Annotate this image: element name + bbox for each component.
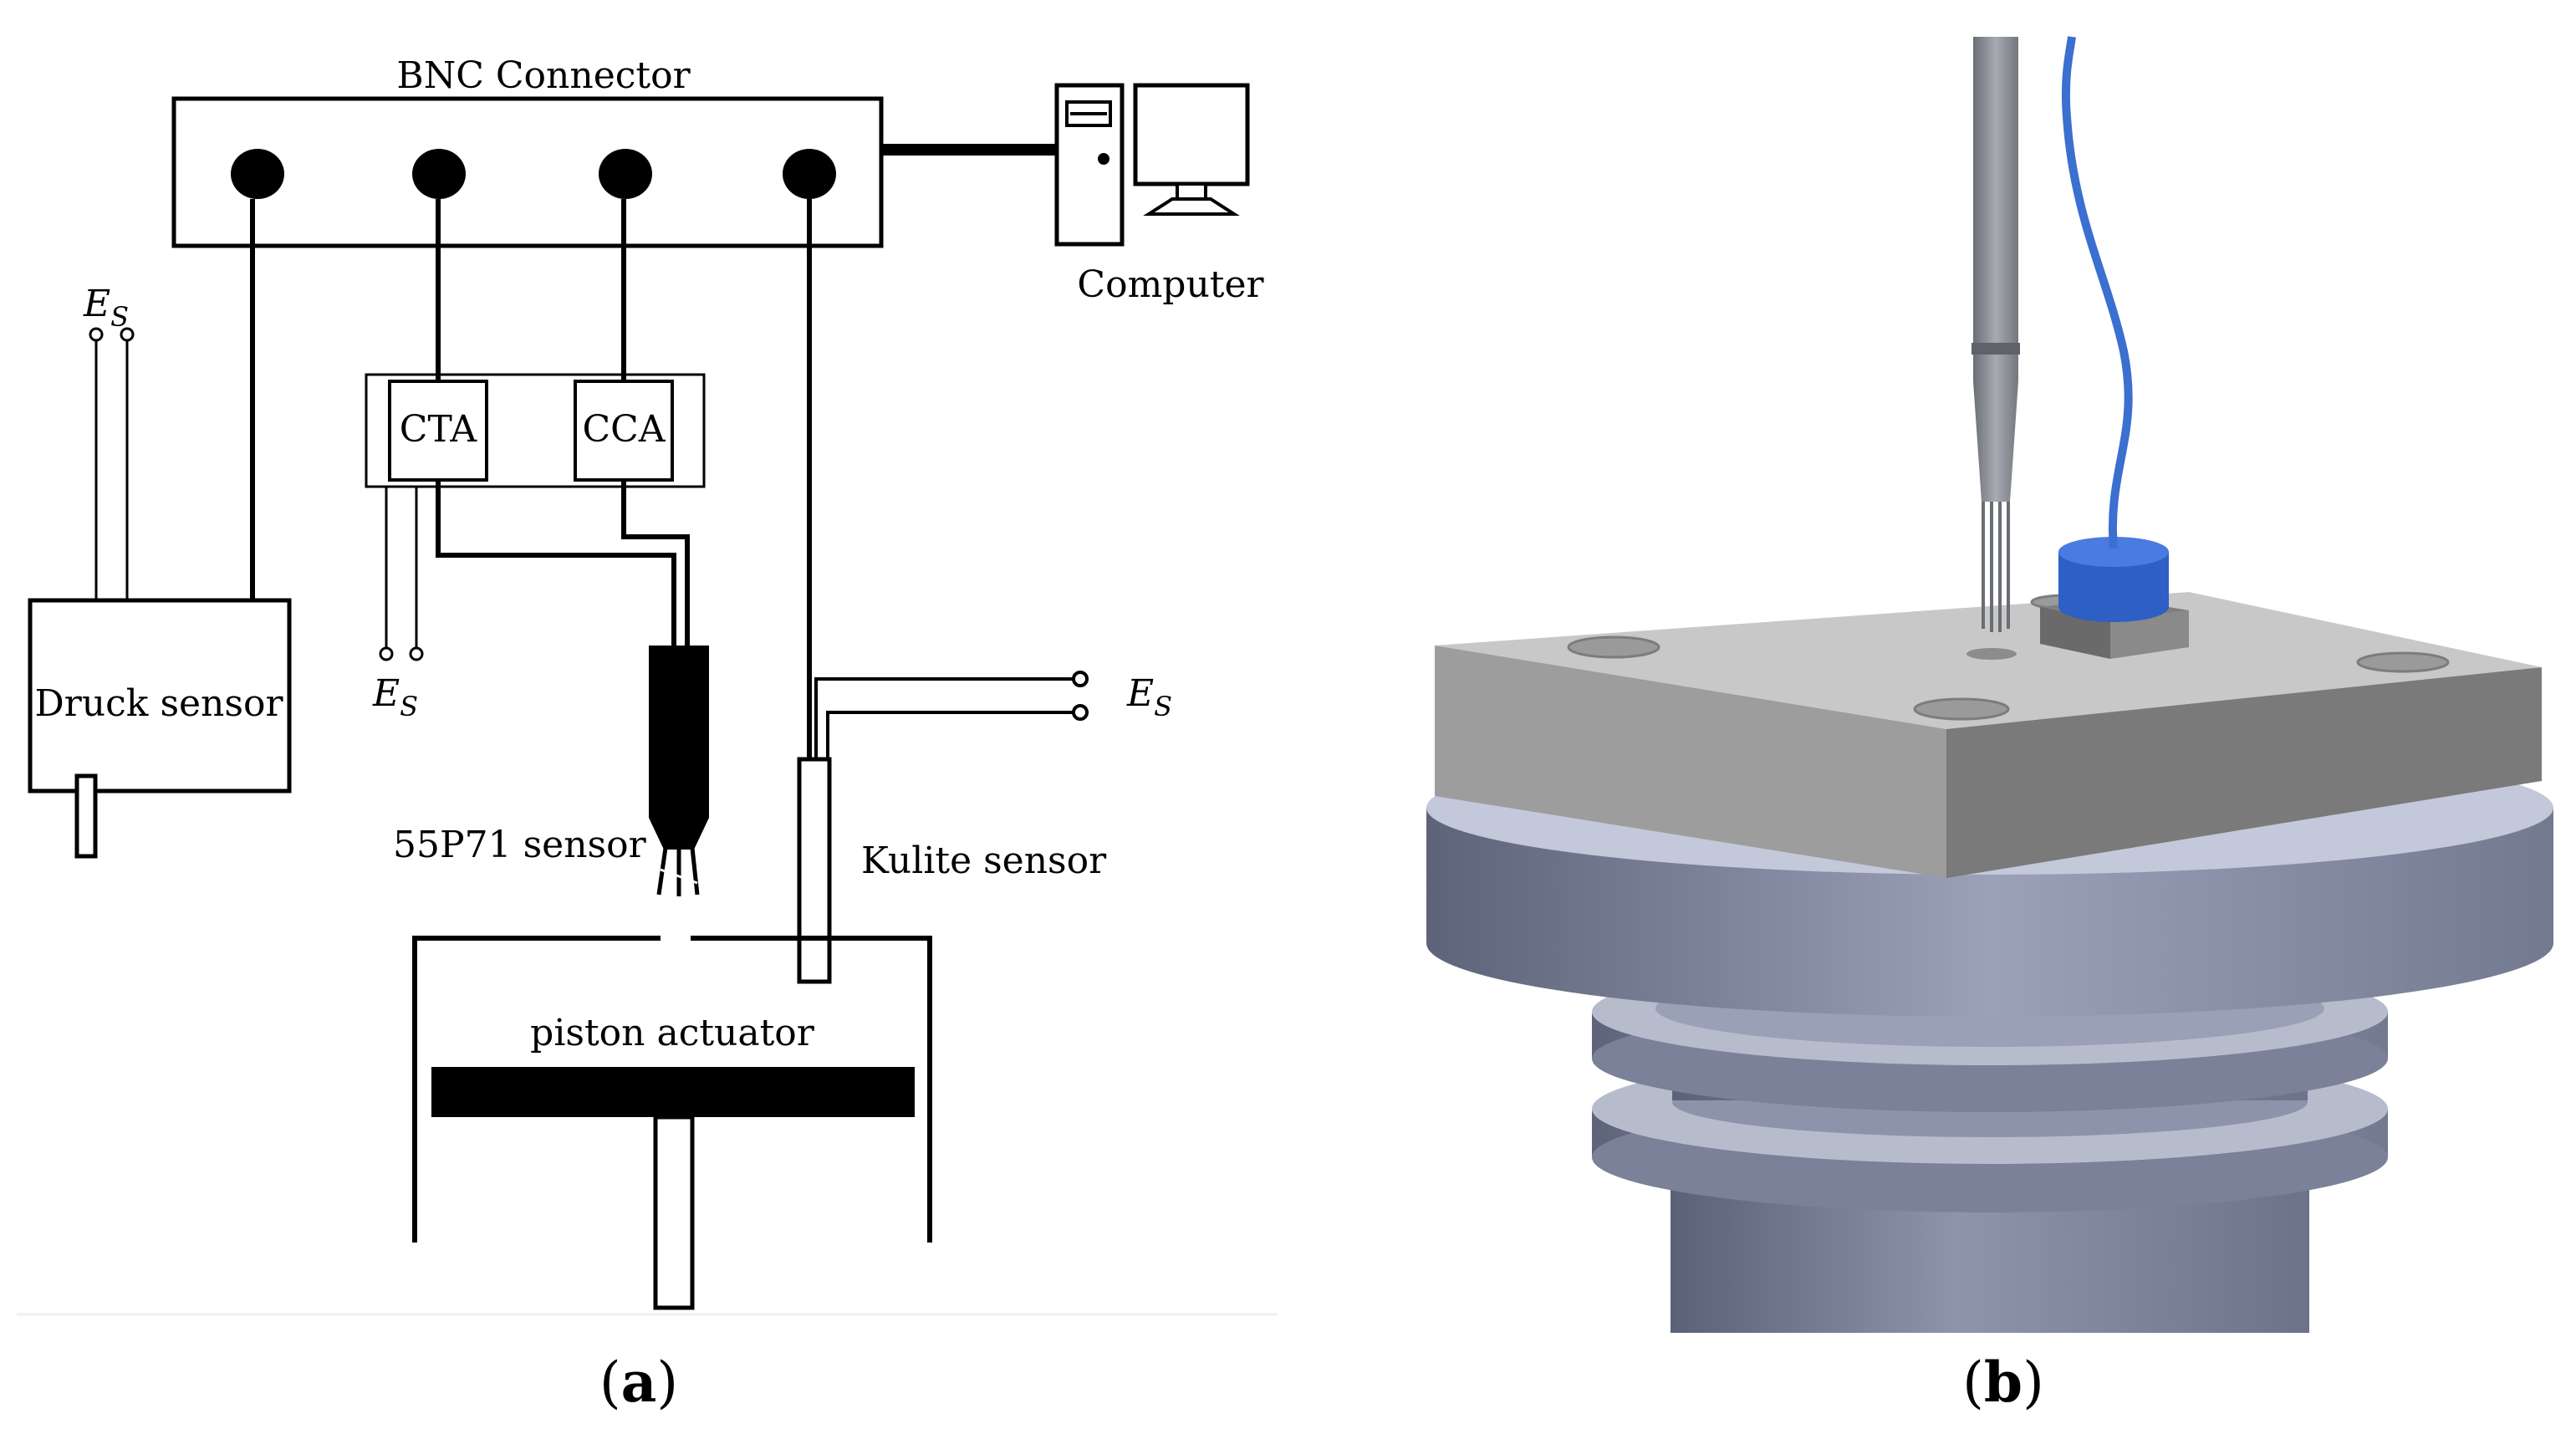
panel-a-schematic: BNC Connector Computer Druck sensor <box>17 54 1278 1415</box>
bnc-port-3 <box>599 149 652 199</box>
amplifier-supply-terminals <box>379 487 424 661</box>
cta-label: CTA <box>400 408 478 451</box>
bnc-port-2 <box>412 149 466 199</box>
top-plate-left-face <box>1435 646 1946 878</box>
amplifier-housing <box>365 373 706 488</box>
transducer-cable <box>2061 36 2133 549</box>
cca-probe-wire <box>621 480 690 646</box>
druck-sensor-port <box>74 773 98 859</box>
top-plate-top <box>1435 592 2542 729</box>
panel-b-caption: (b) <box>1962 1350 2044 1415</box>
bnc-port-1 <box>231 149 284 199</box>
druck-es-label: ES <box>83 283 129 333</box>
bnc-connector-label: BNC Connector <box>396 54 691 97</box>
druck-sensor-box <box>28 598 292 794</box>
druck-supply-terminals <box>89 327 135 600</box>
mounting-hole-3 <box>2356 651 2450 673</box>
mounting-hole-2 <box>1913 697 2010 721</box>
pressure-transducer-icon <box>2040 36 2189 659</box>
top-plate <box>1435 592 2542 878</box>
bnc-computer-link <box>881 144 1057 156</box>
kulite-sensor-body <box>797 757 832 984</box>
hot-wire-probe-icon <box>1972 37 2020 632</box>
kulite-sensor-label: Kulite sensor <box>861 839 1107 882</box>
probe-55p71-label: 55P71 sensor <box>393 824 647 866</box>
probe-hole <box>1966 648 2017 660</box>
piston-rod <box>653 1115 695 1310</box>
piston-actuator <box>412 936 932 1310</box>
computer-icon <box>1054 83 1250 247</box>
druck-sensor-label: Druck sensor <box>35 682 284 725</box>
mounting-hole-1 <box>1567 635 1660 659</box>
kulite-supply-terminals <box>814 671 1089 759</box>
amplifier-es-label: ES <box>372 672 418 722</box>
computer-label: Computer <box>1077 263 1264 306</box>
panel-a-caption: (a) <box>599 1350 678 1415</box>
kulite-es-label: ES <box>1126 672 1172 722</box>
cta-probe-wire <box>436 480 676 646</box>
probe-55p71-icon <box>649 646 709 896</box>
bnc-connector-box <box>171 96 884 248</box>
bnc-port-4 <box>783 149 836 199</box>
cca-label: CCA <box>582 408 666 451</box>
piston-actuator-label: piston actuator <box>530 1012 815 1054</box>
top-plate-right-face <box>1946 667 2542 878</box>
piston-plate <box>431 1067 915 1117</box>
panel-b-rendering: (b) <box>1426 36 2553 1415</box>
bnc-ports <box>231 149 836 199</box>
